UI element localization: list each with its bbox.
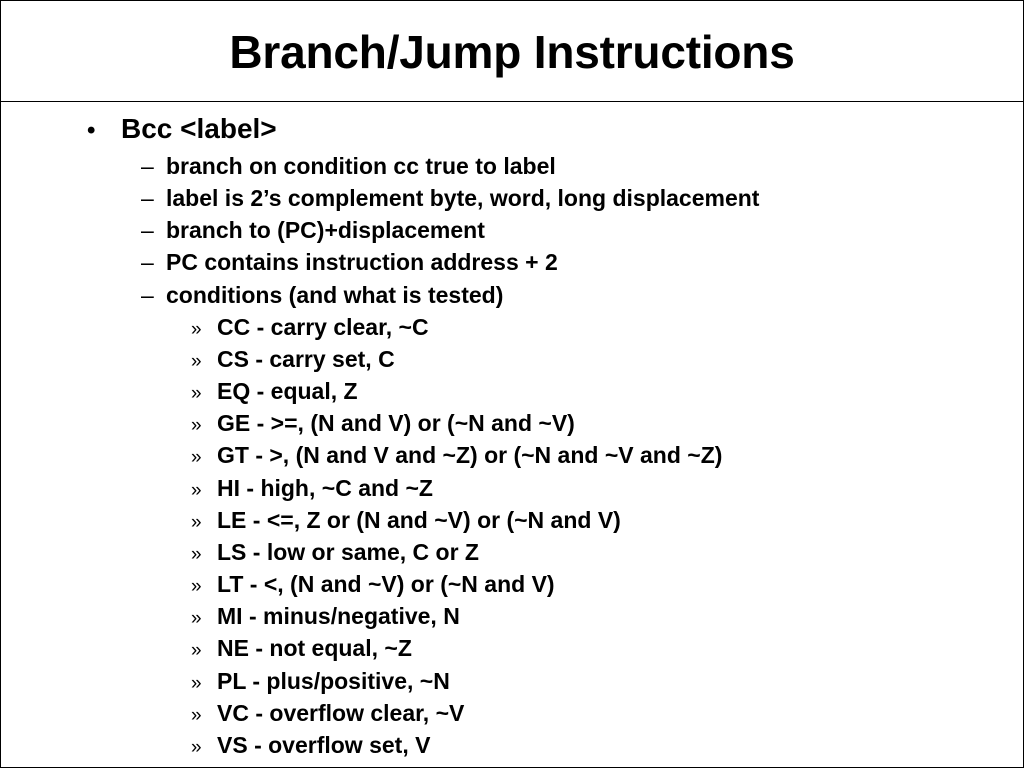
condition-text: LT - <, (N and ~V) or (~N and V) [217, 571, 555, 597]
chevron-marker: » [191, 608, 202, 629]
chevron-marker: » [191, 415, 202, 436]
chevron-marker: » [191, 480, 202, 501]
condition-text: GE - >=, (N and V) or (~N and ~V) [217, 410, 575, 436]
dash-marker: – [141, 185, 154, 211]
condition-item: » CC - carry clear, ~C [191, 314, 429, 341]
condition-text: EQ - equal, Z [217, 378, 358, 404]
condition-text: HI - high, ~C and ~Z [217, 475, 433, 501]
chevron-marker: » [191, 319, 202, 340]
condition-item: » MI - minus/negative, N [191, 603, 460, 630]
sub-item-text: branch on condition cc true to label [166, 153, 556, 179]
slide-content: • Bcc <label> – branch on condition cc t… [1, 103, 1023, 767]
chevron-marker: » [191, 351, 202, 372]
chevron-marker: » [191, 447, 202, 468]
slide-title: Branch/Jump Instructions [229, 26, 795, 78]
sub-item: – label is 2’s complement byte, word, lo… [141, 185, 759, 212]
chevron-marker: » [191, 673, 202, 694]
sub-item: – conditions (and what is tested) [141, 282, 503, 309]
bullet-marker: • [87, 117, 96, 144]
condition-item: » HI - high, ~C and ~Z [191, 475, 433, 502]
condition-text: PL - plus/positive, ~N [217, 668, 450, 694]
chevron-marker: » [191, 640, 202, 661]
condition-text: LE - <=, Z or (N and ~V) or (~N and V) [217, 507, 621, 533]
chevron-marker: » [191, 737, 202, 758]
dash-marker: – [141, 217, 154, 243]
chevron-marker: » [191, 383, 202, 404]
condition-text: CC - carry clear, ~C [217, 314, 429, 340]
condition-text: GT - >, (N and V and ~Z) or (~N and ~V a… [217, 442, 723, 468]
condition-text: CS - carry set, C [217, 346, 395, 372]
condition-text: VC - overflow clear, ~V [217, 700, 465, 726]
condition-item: » LE - <=, Z or (N and ~V) or (~N and V) [191, 507, 621, 534]
bullet-text: Bcc <label> [121, 113, 277, 144]
condition-item: » EQ - equal, Z [191, 378, 358, 405]
sub-item: – branch on condition cc true to label [141, 153, 556, 180]
condition-item: » VS - overflow set, V [191, 732, 430, 759]
condition-item: » GE - >=, (N and V) or (~N and ~V) [191, 410, 575, 437]
chevron-marker: » [191, 705, 202, 726]
condition-item: » VC - overflow clear, ~V [191, 700, 464, 727]
chevron-marker: » [191, 512, 202, 533]
condition-item: » GT - >, (N and V and ~Z) or (~N and ~V… [191, 442, 722, 469]
dash-marker: – [141, 282, 154, 308]
condition-item: » LT - <, (N and ~V) or (~N and V) [191, 571, 555, 598]
chevron-marker: » [191, 576, 202, 597]
title-bar: Branch/Jump Instructions [1, 1, 1023, 102]
sub-item: – branch to (PC)+displacement [141, 217, 485, 244]
sub-item-text: PC contains instruction address + 2 [166, 249, 558, 275]
sub-item-text: conditions (and what is tested) [166, 282, 504, 308]
sub-item-text: branch to (PC)+displacement [166, 217, 485, 243]
condition-text: LS - low or same, C or Z [217, 539, 479, 565]
dash-marker: – [141, 249, 154, 275]
condition-text: VS - overflow set, V [217, 732, 431, 758]
condition-text: MI - minus/negative, N [217, 603, 460, 629]
chevron-marker: » [191, 544, 202, 565]
condition-text: NE - not equal, ~Z [217, 635, 412, 661]
sub-item: – PC contains instruction address + 2 [141, 249, 558, 276]
dash-marker: – [141, 153, 154, 179]
condition-item: » PL - plus/positive, ~N [191, 668, 450, 695]
condition-item: » LS - low or same, C or Z [191, 539, 479, 566]
sub-item-text: label is 2’s complement byte, word, long… [166, 185, 760, 211]
condition-item: » NE - not equal, ~Z [191, 635, 412, 662]
bullet-item: • Bcc <label> [87, 113, 277, 145]
condition-item: » CS - carry set, C [191, 346, 395, 373]
